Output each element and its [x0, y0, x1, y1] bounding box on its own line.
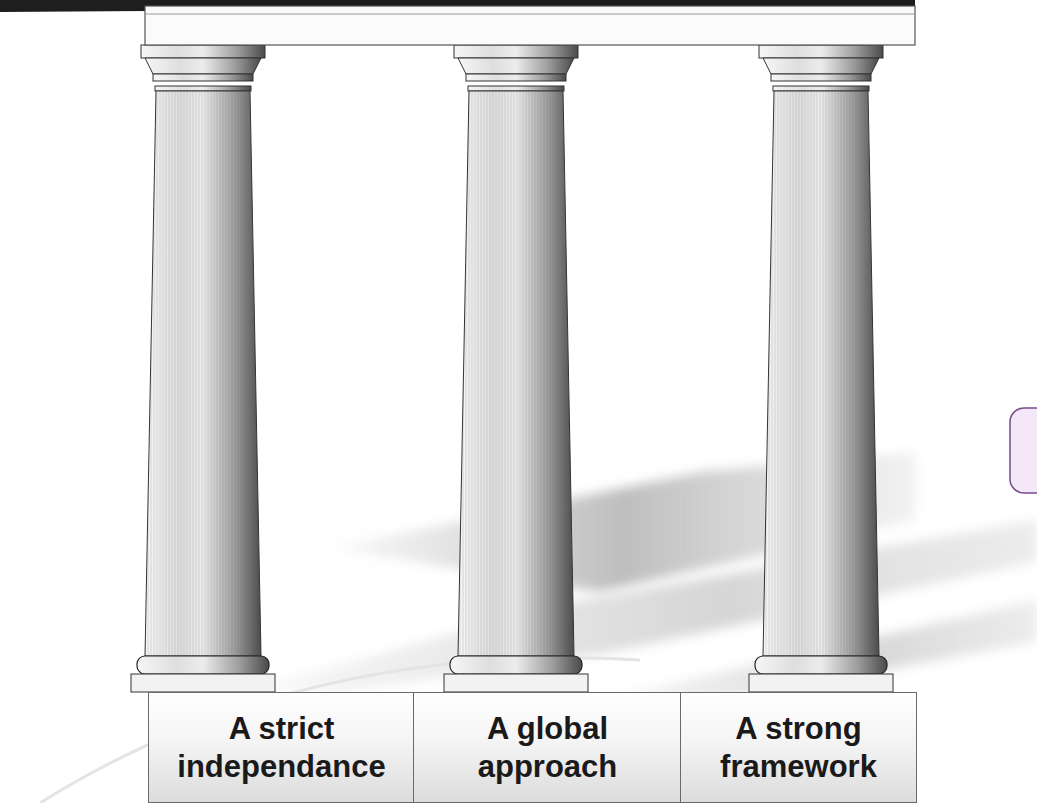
column-plinth: [131, 674, 275, 692]
column-ring: [153, 74, 253, 81]
column-echinus: [458, 58, 574, 74]
callout-box: [1010, 408, 1037, 493]
entablature-line: [145, 14, 915, 15]
column-necking: [468, 86, 564, 91]
label-box: A strong framework: [680, 692, 917, 803]
column-engraving: [458, 91, 574, 656]
entablature: [145, 6, 915, 45]
column-necking: [155, 86, 251, 91]
column-echinus: [763, 58, 879, 74]
column-abacus: [141, 45, 265, 58]
column-necking: [773, 86, 869, 91]
column-engraving: [763, 91, 879, 656]
column-engraving: [145, 91, 261, 656]
column-abacus: [759, 45, 883, 58]
column-shaft: [458, 91, 574, 656]
column-torus: [755, 656, 887, 674]
label-box: A strict independance: [148, 692, 415, 803]
column-shaft: [145, 91, 261, 656]
column-abacus: [454, 45, 578, 58]
column-torus: [450, 656, 582, 674]
columns: [131, 45, 893, 692]
label-box: A global approach: [413, 692, 682, 803]
column-plinth: [444, 674, 588, 692]
column-torus: [137, 656, 269, 674]
column-shaft: [763, 91, 879, 656]
column: [444, 45, 588, 692]
column: [131, 45, 275, 692]
cast-shadow: [250, 520, 1037, 692]
column: [749, 45, 893, 692]
pillar-label: A strong framework: [689, 710, 908, 784]
column-ring: [466, 74, 566, 81]
pillar-label: A global approach: [422, 710, 673, 784]
column-ring: [771, 74, 871, 81]
column-echinus: [145, 58, 261, 74]
column-plinth: [749, 674, 893, 692]
pillar-label: A strict independance: [157, 710, 406, 784]
